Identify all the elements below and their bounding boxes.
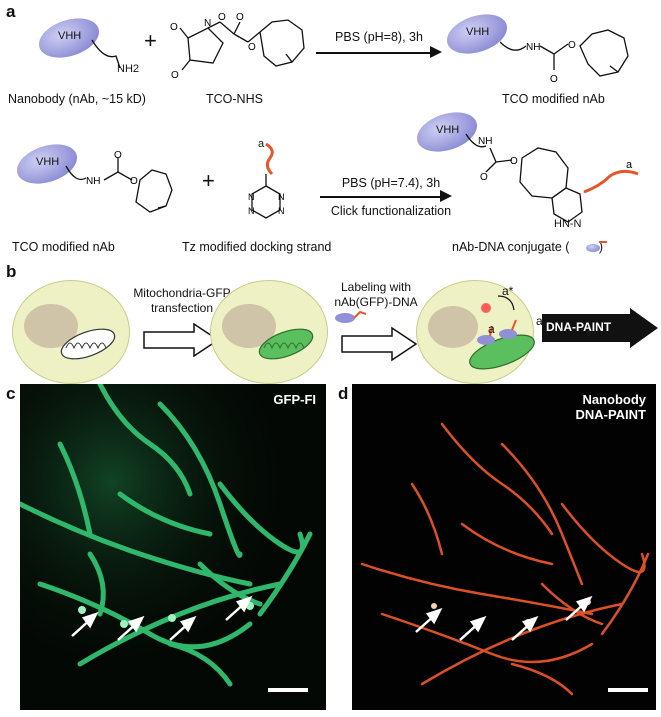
svg-text:O: O (248, 42, 256, 53)
step2-arrow-icon (340, 326, 418, 362)
reaction1-conditions: PBS (pH=8), 3h (318, 30, 440, 44)
svg-text:O: O (236, 12, 244, 23)
gfp-mitochondria-network (20, 384, 326, 710)
plus-sign-2: + (202, 168, 215, 194)
a-star-label: a* (502, 284, 513, 298)
nab-dna-conjugate-label: nAb-DNA conjugate ( ) (452, 240, 603, 254)
vhh-label-product: VHH (466, 26, 489, 38)
nanobody-label: Nanobody (nAb, ~15 kD) (8, 92, 146, 106)
svg-text:O: O (480, 172, 488, 183)
dna-paint-image: Nanobody DNA-PAINT (352, 384, 656, 710)
svg-text:NH: NH (86, 176, 100, 187)
svg-text:a: a (626, 159, 633, 171)
scale-bar-d (608, 688, 648, 692)
tco-nhs-label: TCO-NHS (206, 92, 263, 106)
step1-caption-top: Mitochondria-GFP (130, 286, 234, 301)
arrowhead-icon (430, 46, 442, 58)
scale-bar-c (268, 688, 308, 692)
hn-n-label: HN-N (554, 218, 582, 230)
svg-text:O: O (510, 156, 518, 167)
svg-text:O: O (170, 22, 178, 33)
panel-letter-d: d (338, 384, 348, 404)
step2-caption: Labeling with nAb(GFP)-DNA (326, 280, 426, 310)
tco-modified-nab-label-row2: TCO modified nAb (12, 240, 115, 254)
reaction2-conditions-bottom: Click functionalization (316, 204, 466, 218)
gfp-image: GFP-FI (20, 384, 326, 710)
svg-text:NH: NH (478, 136, 492, 147)
svg-text:N: N (278, 192, 285, 202)
mitochondrion-gfp-icon (254, 324, 318, 364)
panel-letter-b: b (6, 262, 16, 282)
reaction1-arrow (316, 52, 436, 54)
vhh-label: VHH (58, 30, 81, 42)
panel-letter-c: c (6, 384, 15, 404)
dna-paint-arrow-label: DNA-PAINT (546, 320, 611, 334)
step2-caption-top: Labeling with (326, 280, 426, 295)
tco-modified-nab-label: TCO modified nAb (502, 92, 605, 106)
panel-letter-a: a (6, 2, 15, 22)
svg-text:O: O (114, 150, 122, 161)
svg-text:N: N (248, 192, 255, 202)
svg-text:O: O (568, 40, 576, 51)
nanobody-label-line1: Nanobody (575, 392, 646, 407)
vhh-label-row2: VHH (36, 156, 59, 168)
nab-dna-mini-icon (334, 310, 368, 324)
arrowhead-icon-2 (440, 190, 452, 202)
tco-nab-structure-icon: NH O O (500, 16, 650, 94)
svg-text:O: O (171, 70, 179, 81)
svg-text:N: N (248, 206, 255, 216)
nh2-label: NH2 (117, 63, 139, 75)
svg-text:O: O (130, 176, 138, 187)
paint-mitochondria-network (352, 384, 656, 710)
tco-nab-structure-row2-icon: NH O O (62, 150, 192, 230)
svg-text:O: O (218, 12, 226, 23)
vhh-label-conjugate: VHH (436, 124, 459, 136)
strand-label-a-tz: a (258, 138, 264, 150)
conjugate-mini-icon (586, 243, 606, 253)
mitochondrion-unlabeled-icon (56, 324, 120, 364)
step1-arrow-icon (142, 322, 220, 358)
nanobody-dna-paint-label: Nanobody DNA-PAINT (575, 392, 646, 422)
svg-text:O: O (550, 74, 558, 85)
reaction2-arrow (320, 196, 444, 198)
tz-docking-strand-label: Tz modified docking strand (182, 240, 331, 254)
reaction2-conditions-top: PBS (pH=7.4), 3h (316, 176, 466, 190)
svg-text:N: N (278, 206, 285, 216)
step2-caption-bottom: nAb(GFP)-DNA (326, 295, 426, 310)
svg-text:NH: NH (526, 42, 540, 53)
tco-nhs-structure-icon: OO NO OO (168, 8, 318, 88)
svg-text:N: N (204, 18, 211, 29)
conjugate-label-text: nAb-DNA conjugate ( (452, 240, 569, 254)
gfp-fi-label: GFP-FI (273, 392, 316, 407)
plus-sign-1: + (144, 28, 157, 54)
a1-label: a (488, 322, 495, 336)
nanobody-label-line2: DNA-PAINT (575, 407, 646, 422)
